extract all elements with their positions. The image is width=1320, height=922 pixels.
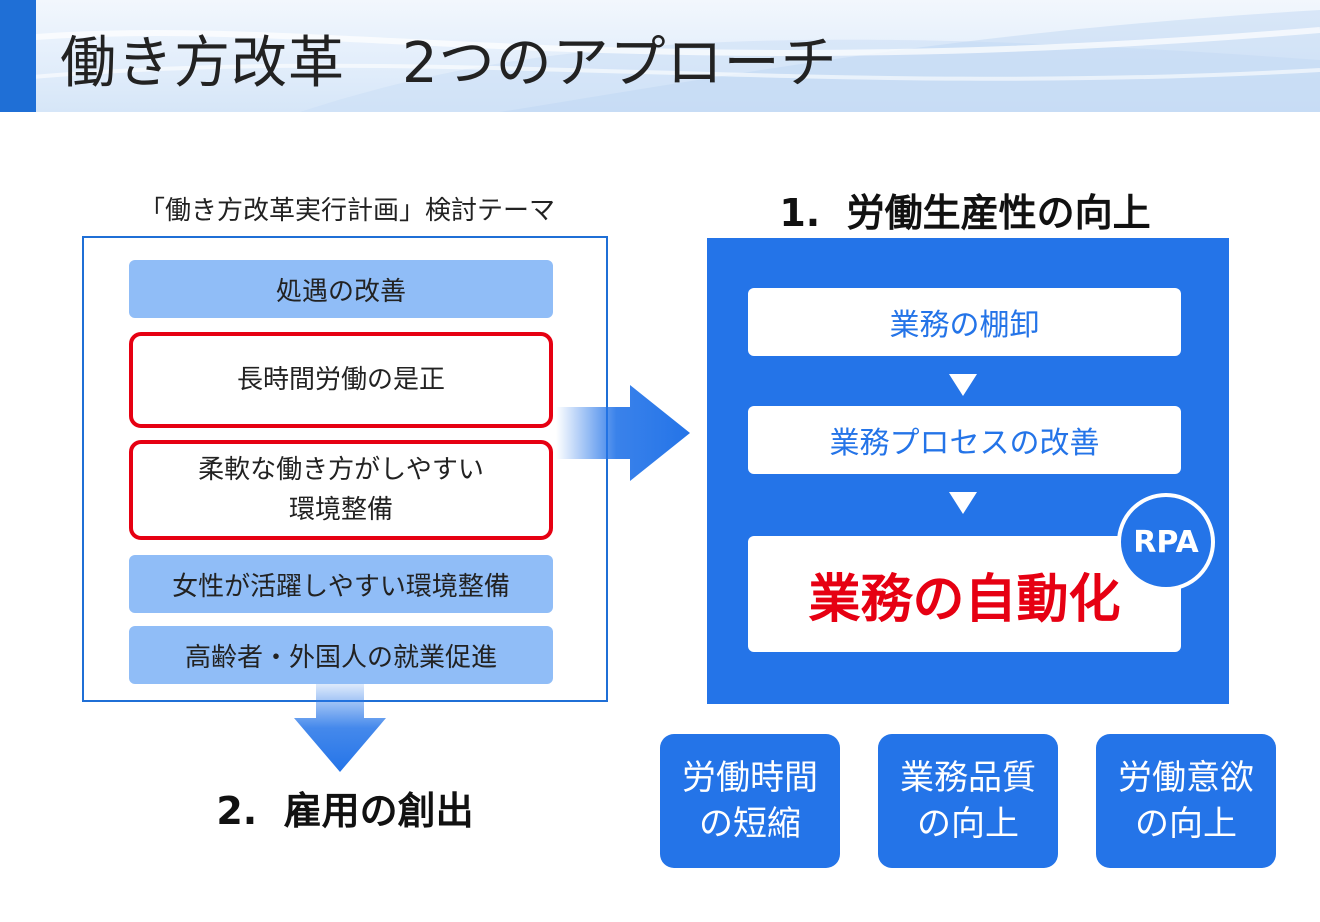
outcome-motivation-improvement: 労働意欲 の向上: [1096, 734, 1276, 868]
theme-item-long-hours: 長時間労働の是正: [129, 332, 553, 428]
triangle-down-icon: [949, 492, 977, 514]
page-title: 働き方改革 2つのアプローチ: [60, 31, 838, 96]
header-wave-decoration: [0, 10, 1320, 112]
heading-productivity: 1. 労働生産性の向上: [779, 191, 1151, 235]
step-inventory: 業務の棚卸: [748, 288, 1181, 356]
theme-item-elderly-foreign: 高齢者・外国人の就業促進: [129, 626, 553, 684]
heading-employment-creation: 2. 雇用の創出: [216, 789, 474, 833]
header-accent-bar: [0, 0, 36, 112]
outcome-hours-reduction: 労働時間 の短縮: [660, 734, 840, 868]
rpa-badge: RPA: [1117, 493, 1215, 591]
arrow-right-icon: [556, 385, 690, 481]
step-process-improvement: 業務プロセスの改善: [748, 406, 1181, 474]
triangle-down-icon: [949, 374, 977, 396]
theme-item-flexible-work: 柔軟な働き方がしやすい 環境整備: [129, 440, 553, 540]
theme-item-women: 女性が活躍しやすい環境整備: [129, 555, 553, 613]
productivity-panel: 業務の棚卸 業務プロセスの改善 業務の自動化: [707, 238, 1229, 704]
theme-item-treatment: 処遇の改善: [129, 260, 553, 318]
header-banner: 働き方改革 2つのアプローチ: [0, 0, 1320, 112]
step-automation: 業務の自動化: [748, 536, 1181, 652]
theme-list-box: 処遇の改善 長時間労働の是正 柔軟な働き方がしやすい 環境整備 女性が活躍しやす…: [82, 236, 608, 702]
arrow-down-icon: [294, 684, 386, 772]
outcome-quality-improvement: 業務品質 の向上: [878, 734, 1058, 868]
theme-caption: 「働き方改革実行計画」検討テーマ: [138, 196, 555, 226]
